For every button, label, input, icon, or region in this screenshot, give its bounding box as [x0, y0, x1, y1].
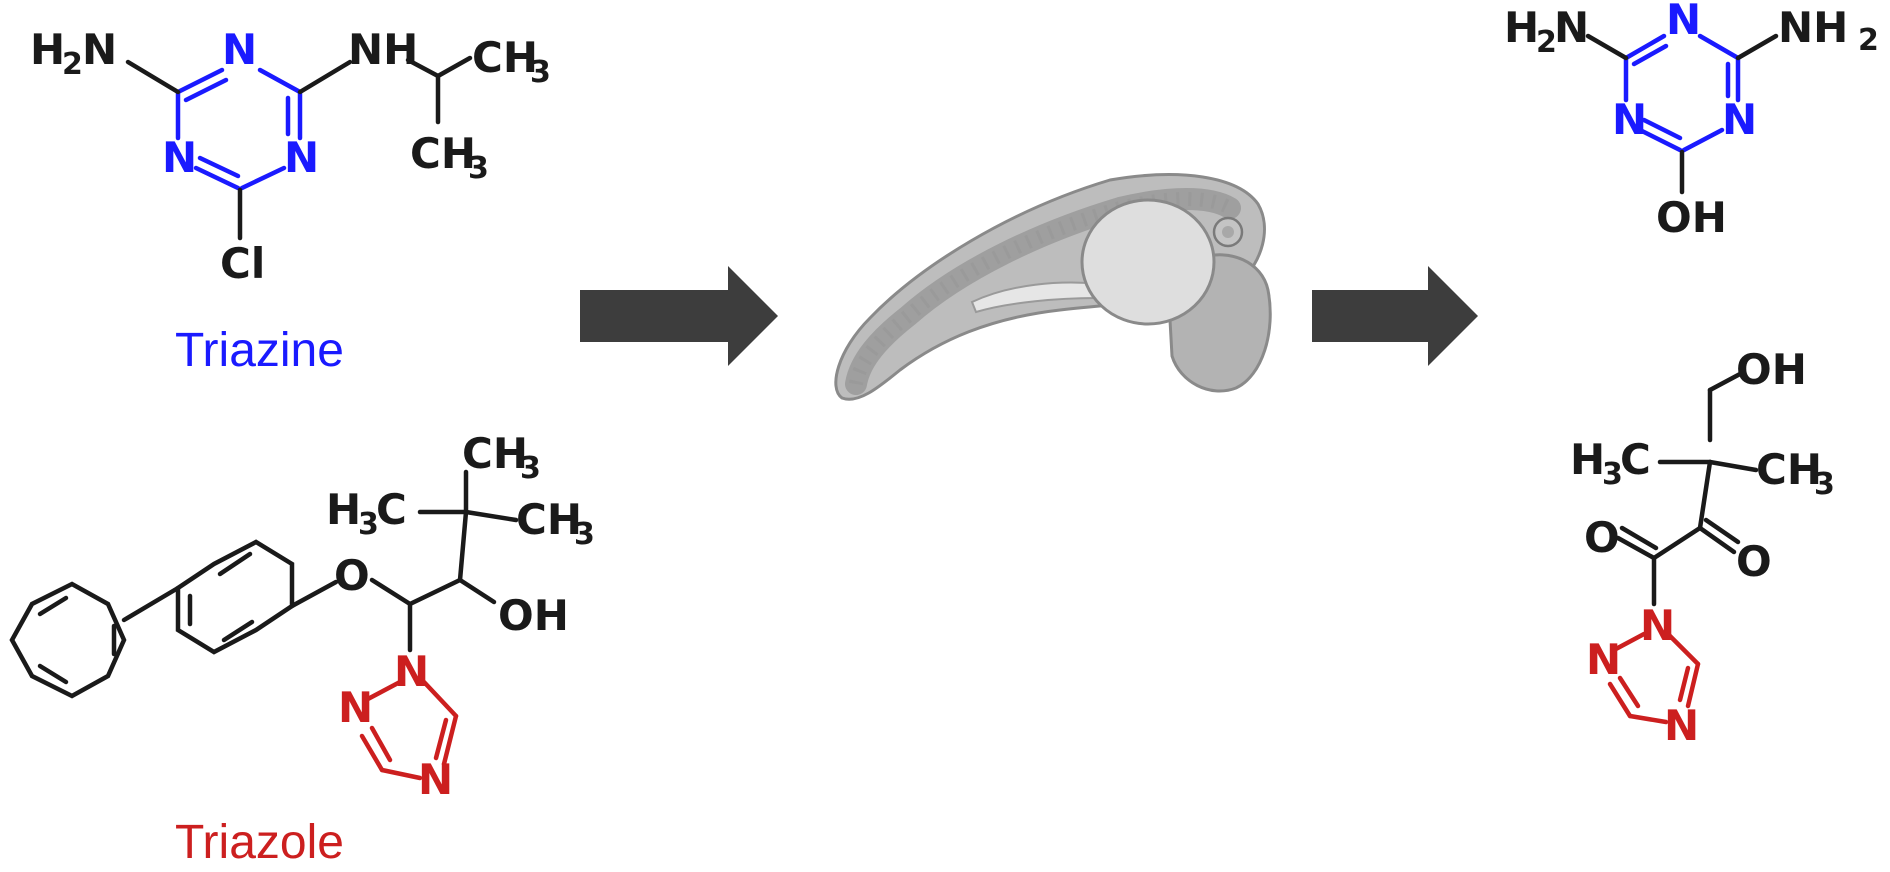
triazole-caption: Triazole — [175, 816, 344, 867]
triazine-n-top: N — [222, 25, 257, 74]
triazole-ch3-top-sub: 3 — [520, 451, 541, 486]
triazine-cl: Cl — [220, 239, 265, 288]
triazole-ch3-right-ch: CH — [516, 495, 582, 544]
triazole-ch3-right-sub: 3 — [574, 517, 595, 552]
metab2-ring-n4: N — [1664, 701, 1699, 750]
metab1-h2n-n: N — [1554, 3, 1589, 52]
metab1-h2n-h: H — [1504, 3, 1539, 52]
triazine-nh: NH — [348, 25, 418, 74]
triazole-h3c-c: C — [376, 485, 407, 534]
metab2-oh: OH — [1736, 345, 1807, 394]
metab2-o-right: O — [1736, 537, 1772, 586]
triazine-n-right: N — [284, 133, 319, 182]
triazine-amino-h: H — [30, 25, 65, 74]
triazole-o: O — [334, 551, 370, 600]
triazine-ch3-lower-sub: 3 — [468, 151, 489, 186]
metab2-h3c-c: C — [1620, 435, 1651, 484]
triazine-ch3-upper-sub: 3 — [530, 55, 551, 90]
triazine-molecule: N N N H 2 N NH CH 3 CH 3 Cl Triazine — [30, 25, 551, 377]
metab2-ch3-sub: 3 — [1814, 467, 1835, 502]
triazole-metabolite: OH H 3 C CH 3 O O N N N — [1570, 345, 1835, 750]
right-arrow-icon — [580, 266, 778, 366]
triazine-metabolite: N N N H 2 N NH 2 OH — [1504, 0, 1879, 242]
metab1-nh2-sub: 2 — [1858, 23, 1879, 58]
right-arrow-icon — [1312, 266, 1478, 366]
triazole-h3c-sub: 3 — [358, 507, 379, 542]
metab1-n-right: N — [1722, 95, 1757, 144]
triazine-caption: Triazine — [175, 324, 344, 377]
metab2-h3c-sub: 3 — [1602, 457, 1623, 492]
metab1-oh: OH — [1656, 193, 1727, 242]
zebrafish-embryo-icon — [834, 173, 1272, 401]
triazine-n-left: N — [162, 133, 197, 182]
metab2-ch3-ch: CH — [1756, 445, 1822, 494]
triazine-amino-sub: 2 — [62, 47, 83, 82]
triazole-molecule: O OH CH 3 H 3 C CH 3 N N N Triazole — [9, 429, 595, 869]
triazole-ring-n4: N — [418, 755, 453, 804]
metab1-h2n-sub: 2 — [1536, 25, 1557, 60]
triazole-ch3-top-ch: CH — [462, 429, 528, 478]
metab2-ring-n1: N — [1640, 601, 1675, 650]
triazine-ch3-upper-ch: CH — [472, 33, 538, 82]
triazole-h3c-h: H — [326, 485, 361, 534]
triazole-oh: OH — [498, 591, 569, 640]
triazine-amino-n: N — [82, 25, 117, 74]
metab2-h3c-h: H — [1570, 435, 1605, 484]
triazine-ch3-lower-ch: CH — [410, 129, 476, 178]
triazole-ring-n2: N — [338, 683, 373, 732]
metab1-n-top: N — [1666, 0, 1701, 44]
metab1-n-left: N — [1612, 95, 1647, 144]
metab2-ring-n2: N — [1586, 635, 1621, 684]
metab2-o-left: O — [1584, 513, 1620, 562]
metab1-nh2-nh: NH — [1778, 3, 1848, 52]
triazole-ring-n1: N — [394, 647, 429, 696]
